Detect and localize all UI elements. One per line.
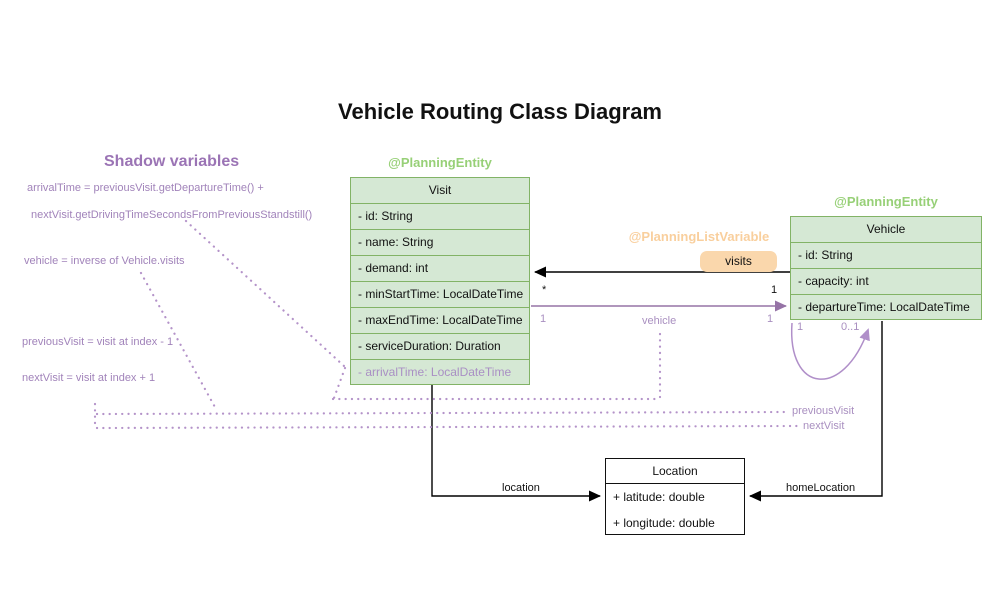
formula-arrivaltime-line2: nextVisit.getDrivingTimeSecondsFromPrevi…	[31, 209, 313, 221]
visit-attribute-maxendtime: - maxEndTime: LocalDateTime	[351, 308, 529, 334]
vehicle-edge-left-multiplicity: 1	[540, 313, 547, 325]
planning-list-variable-annotation: @PlanningListVariable	[628, 229, 770, 244]
visit-attribute-demand: - demand: int	[351, 256, 529, 282]
formula-previousvisit: previousVisit = visit at index - 1	[22, 336, 174, 348]
vehicle-attribute-id: - id: String	[791, 243, 981, 269]
page-title: Vehicle Routing Class Diagram	[338, 99, 662, 124]
formula-vehicle-inverse: vehicle = inverse of Vehicle.visits	[24, 255, 185, 267]
location-attribute-longitude: + longitude: double	[613, 516, 715, 530]
dotted-link-previousvisit	[95, 410, 789, 416]
visit-attribute-serviceduration: - serviceDuration: Duration	[351, 334, 529, 360]
visit-attribute-minstarttime: - minStartTime: LocalDateTime	[351, 282, 529, 308]
vehicle-planning-entity-annotation: @PlanningEntity	[834, 194, 938, 209]
visit-planning-entity-annotation: @PlanningEntity	[388, 155, 492, 170]
visit-attribute-id: - id: String	[351, 204, 529, 230]
self-loop-multiplicity-one: 1	[797, 321, 804, 333]
visits-multiplicity-one: 1	[771, 284, 778, 296]
visits-multiplicity-many: *	[542, 284, 547, 296]
class-title-location: Location	[606, 459, 744, 484]
class-title-vehicle: Vehicle	[791, 217, 981, 243]
dotted-link-nextvisit	[95, 424, 800, 430]
vehicle-edge-right-multiplicity: 1	[767, 313, 774, 325]
vehicle-edge-label: vehicle	[642, 315, 677, 327]
self-loop-multiplicity-zero-one: 0..1	[841, 321, 860, 333]
class-box-visit: Visit - id: String - name: String - dema…	[350, 177, 530, 385]
class-box-vehicle: Vehicle - id: String - capacity: int - d…	[790, 216, 982, 320]
vehicle-attribute-departuretime: - departureTime: LocalDateTime	[798, 300, 970, 314]
formula-nextvisit: nextVisit = visit at index + 1	[22, 372, 156, 384]
nextvisit-edge-label: nextVisit	[803, 420, 845, 432]
class-title-visit: Visit	[351, 178, 529, 204]
formula-arrivaltime-line1: arrivalTime = previousVisit.getDeparture…	[27, 182, 264, 194]
visit-attribute-arrivaltime: - arrivalTime: LocalDateTime	[358, 365, 512, 379]
dotted-link-arrivaltime	[184, 219, 346, 368]
shadow-variables-heading: Shadow variables	[104, 153, 240, 170]
location-attribute-latitude: + latitude: double	[613, 490, 705, 504]
location-edge-label: location	[502, 482, 540, 494]
visit-attribute-name: - name: String	[351, 230, 529, 256]
visits-badge: visits	[700, 251, 777, 272]
edge-location	[431, 385, 601, 502]
class-box-location: Location + latitude: double + longitude:…	[605, 458, 745, 535]
previousvisit-edge-label: previousVisit	[792, 405, 855, 417]
vehicle-attribute-capacity: - capacity: int	[791, 269, 981, 295]
homelocation-edge-label: homeLocation	[786, 482, 856, 494]
dotted-link-arrivaltime-elbow	[332, 366, 347, 400]
